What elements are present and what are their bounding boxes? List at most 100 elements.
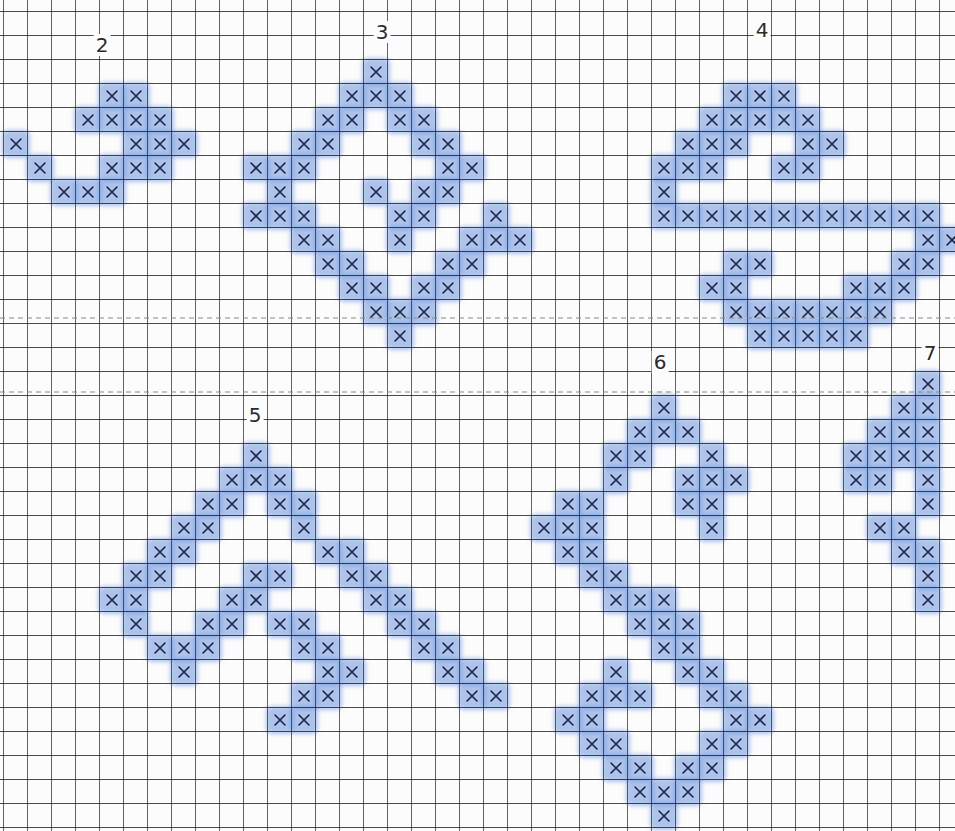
x-mark <box>107 163 117 173</box>
cross-stitch <box>251 571 261 581</box>
cross-stitch <box>851 475 861 485</box>
x-mark <box>611 451 621 461</box>
cross-stitch <box>659 211 669 221</box>
x-mark <box>875 523 885 533</box>
x-mark <box>419 187 429 197</box>
x-mark <box>83 115 93 125</box>
cross-stitch <box>467 259 477 269</box>
x-mark <box>827 331 837 341</box>
x-mark <box>323 115 333 125</box>
cross-stitch <box>779 91 789 101</box>
cross-stitch <box>275 619 285 629</box>
cross-stitch <box>107 91 117 101</box>
x-mark <box>131 163 141 173</box>
x-mark <box>611 475 621 485</box>
x-mark <box>155 163 165 173</box>
cross-stitch <box>395 331 405 341</box>
cross-stitch <box>755 211 765 221</box>
x-mark <box>923 595 933 605</box>
x-mark <box>299 715 309 725</box>
cross-stitch <box>563 499 573 509</box>
cross-stitch <box>563 715 573 725</box>
cross-stitch <box>395 235 405 245</box>
x-mark <box>923 379 933 389</box>
cross-stitch <box>107 115 117 125</box>
x-mark <box>107 115 117 125</box>
cross-stitch <box>611 763 621 773</box>
cross-stitch <box>323 139 333 149</box>
cross-stitch <box>203 523 213 533</box>
x-mark <box>779 211 789 221</box>
digit-number: 5 <box>247 404 264 426</box>
cross-stitch <box>107 187 117 197</box>
cross-stitch <box>659 187 669 197</box>
x-mark <box>131 91 141 101</box>
cross-stitch <box>467 235 477 245</box>
cross-stitch <box>251 451 261 461</box>
x-mark <box>227 475 237 485</box>
cross-stitch <box>275 475 285 485</box>
x-mark <box>707 667 717 677</box>
x-mark <box>395 115 405 125</box>
x-mark <box>587 739 597 749</box>
cross-stitch <box>827 211 837 221</box>
x-mark <box>659 643 669 653</box>
x-mark <box>803 307 813 317</box>
x-mark <box>179 667 189 677</box>
cross-stitch <box>899 403 909 413</box>
x-mark <box>419 211 429 221</box>
x-mark <box>875 283 885 293</box>
cross-stitch <box>923 547 933 557</box>
x-mark <box>131 115 141 125</box>
x-mark <box>227 619 237 629</box>
x-mark <box>443 643 453 653</box>
cross-stitch <box>923 427 933 437</box>
x-mark <box>683 139 693 149</box>
cross-stitch <box>587 571 597 581</box>
cross-stitch <box>851 283 861 293</box>
x-mark <box>299 643 309 653</box>
cross-stitch <box>299 691 309 701</box>
cross-stitch <box>443 187 453 197</box>
x-mark <box>779 163 789 173</box>
cross-stitch <box>611 571 621 581</box>
cross-stitch <box>707 211 717 221</box>
cross-stitch <box>851 307 861 317</box>
x-mark <box>779 91 789 101</box>
x-mark <box>683 499 693 509</box>
cross-stitch <box>731 115 741 125</box>
cross-stitch <box>395 595 405 605</box>
x-mark <box>203 619 213 629</box>
x-mark <box>755 307 765 317</box>
x-mark <box>635 763 645 773</box>
cross-stitch <box>179 667 189 677</box>
x-mark <box>923 571 933 581</box>
x-mark <box>443 139 453 149</box>
x-mark <box>11 139 21 149</box>
cross-stitch <box>371 307 381 317</box>
cross-stitch <box>227 619 237 629</box>
x-mark <box>275 619 285 629</box>
cross-stitch <box>659 619 669 629</box>
x-mark <box>947 235 955 245</box>
cross-stitch <box>347 667 357 677</box>
x-mark <box>323 259 333 269</box>
cross-stitch <box>299 139 309 149</box>
cross-stitch <box>107 595 117 605</box>
x-mark <box>803 139 813 149</box>
x-mark <box>731 283 741 293</box>
cross-stitch <box>923 379 933 389</box>
x-mark <box>347 547 357 557</box>
x-mark <box>635 691 645 701</box>
cross-stitch <box>731 691 741 701</box>
cross-stitch <box>683 163 693 173</box>
x-mark <box>419 139 429 149</box>
x-mark <box>371 187 381 197</box>
x-mark <box>659 211 669 221</box>
cross-stitch <box>251 211 261 221</box>
cross-stitch <box>731 715 741 725</box>
cross-stitch <box>155 115 165 125</box>
x-mark <box>683 763 693 773</box>
